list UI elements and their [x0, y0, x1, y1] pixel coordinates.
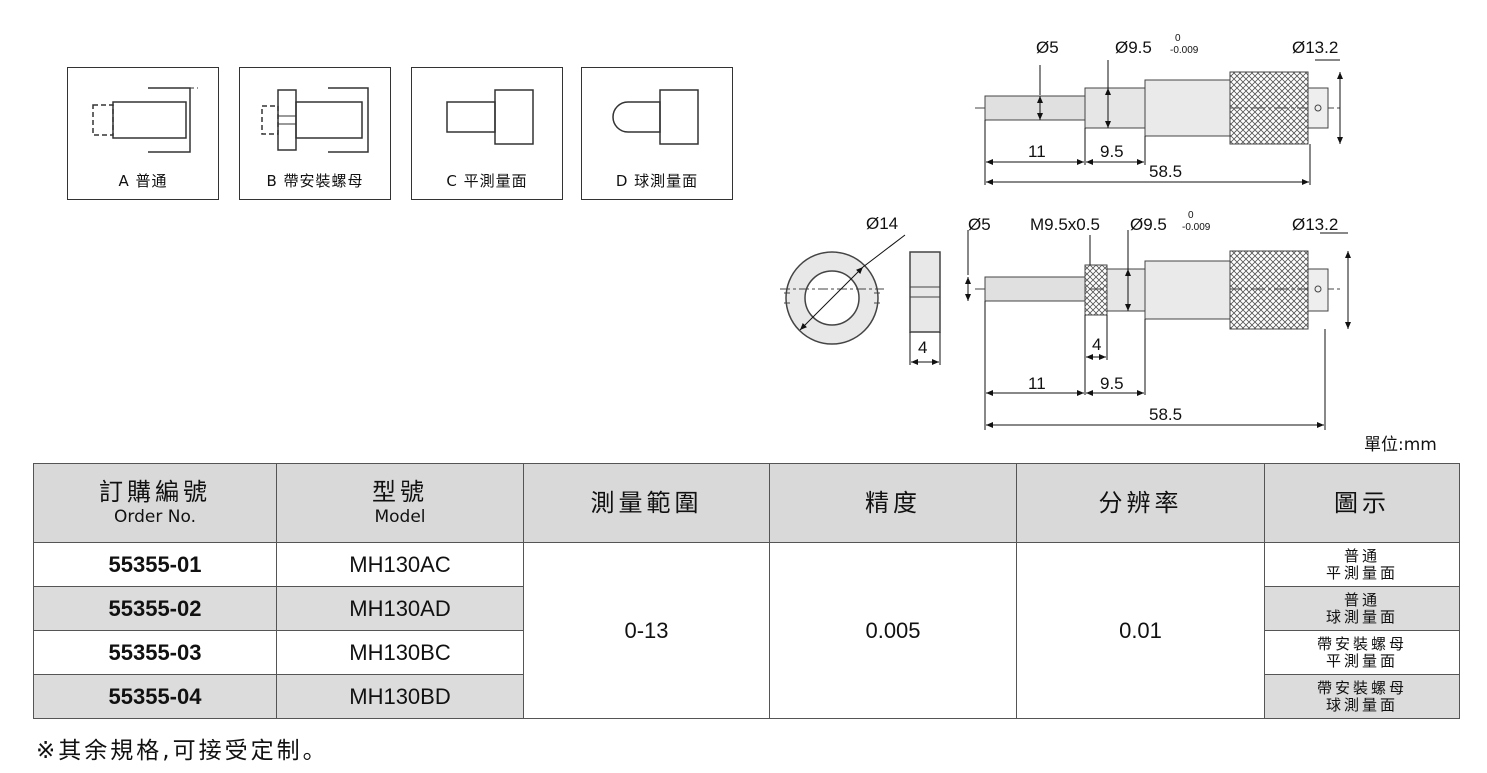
variant-b-figure: [261, 87, 369, 153]
nut-width: 4: [918, 338, 927, 357]
order-no: 55355-01: [33, 542, 277, 587]
top-len-total: 58.5: [1149, 162, 1182, 181]
variant-b-label: B 帶安裝螺母: [266, 172, 364, 190]
variant-d-box: D 球測量面: [581, 67, 733, 200]
accuracy: 0.005: [769, 542, 1017, 719]
variant-b-box: B 帶安裝螺母: [239, 67, 391, 200]
table-row: 55355-03 MH130BC 帶安裝螺母平測量面: [33, 630, 1460, 675]
table-row: 55355-04 MH130BD 帶安裝螺母球測量面: [33, 674, 1460, 719]
model: MH130BC: [276, 630, 524, 675]
figure-desc: 帶安裝螺母平測量面: [1264, 630, 1460, 675]
bottom-d-sleeve: Ø9.5: [1130, 215, 1167, 234]
top-d-sleeve: Ø9.5: [1115, 38, 1152, 57]
unit-label: 單位:mm: [1364, 435, 1437, 455]
bottom-tol-lower: -0.009: [1182, 222, 1211, 233]
variant-a-box: A 普通: [67, 67, 219, 200]
order-no: 55355-04: [33, 674, 277, 719]
top-tol-upper: 0: [1175, 33, 1181, 44]
order-no: 55355-02: [33, 586, 277, 631]
top-d-thimble: Ø13.2: [1292, 38, 1338, 57]
dimension-drawing: Ø5 Ø9.5 0 -0.009 Ø13.2 11 9.5 58.5: [780, 33, 1351, 430]
header-figure: 圖示: [1264, 463, 1460, 543]
top-len-a: 11: [1028, 142, 1046, 161]
variant-a-label: A 普通: [118, 172, 168, 190]
model: MH130AC: [276, 542, 524, 587]
header-model: 型號 Model: [276, 463, 524, 543]
figure-desc: 普通球測量面: [1264, 586, 1460, 631]
bottom-d-thimble: Ø13.2: [1292, 215, 1338, 234]
header-resolution: 分辨率: [1016, 463, 1265, 543]
figure-desc: 帶安裝螺母球測量面: [1264, 674, 1460, 719]
variant-c-figure: [446, 89, 534, 145]
top-d-spindle: Ø5: [1036, 38, 1059, 57]
variant-c-box: C 平測量面: [411, 67, 563, 200]
measuring-range: 0-13: [523, 542, 770, 719]
top-micrometer: Ø5 Ø9.5 0 -0.009 Ø13.2 11 9.5 58.5: [975, 33, 1343, 185]
header-accuracy: 精度: [769, 463, 1017, 543]
spec-table: 訂購編號 Order No. 型號 Model 測量範圍 精度 分辨率 圖示 5…: [33, 463, 1460, 719]
variant-d-figure: [612, 89, 699, 145]
figure-desc: 普通平測量面: [1264, 542, 1460, 587]
bottom-tol-upper: 0: [1188, 210, 1194, 221]
table-header-row: 訂購編號 Order No. 型號 Model 測量範圍 精度 分辨率 圖示: [33, 463, 1460, 543]
resolution: 0.01: [1016, 542, 1265, 719]
bottom-len-total: 58.5: [1149, 405, 1182, 424]
header-order: 訂購編號 Order No.: [33, 463, 277, 543]
header-range: 測量範圍: [523, 463, 770, 543]
bottom-d-spindle: Ø5: [968, 215, 991, 234]
variant-c-label: C 平測量面: [446, 172, 528, 190]
variant-a-figure: [92, 87, 198, 153]
bottom-len-b: 9.5: [1100, 374, 1124, 393]
bottom-len-a: 11: [1028, 374, 1046, 393]
table-row: 55355-02 MH130AD 普通球測量面: [33, 586, 1460, 631]
model: MH130AD: [276, 586, 524, 631]
table-row: 55355-01 MH130AC 0-13 0.005 0.01 普通平測量面: [33, 542, 1460, 719]
bottom-thread-len: 4: [1092, 335, 1101, 354]
model: MH130BD: [276, 674, 524, 719]
order-no: 55355-03: [33, 630, 277, 675]
footnote: ※其余規格,可接受定制。: [36, 738, 329, 764]
top-len-b: 9.5: [1100, 142, 1124, 161]
bottom-thread: M9.5x0.5: [1030, 215, 1100, 234]
variant-d-label: D 球測量面: [615, 172, 699, 190]
top-tol-lower: -0.009: [1170, 45, 1199, 56]
bottom-micrometer: Ø14 4 Ø5 M9.5x0.5 Ø9.5 0 -0.009 Ø13.2 4 …: [780, 210, 1351, 430]
nut-diameter: Ø14: [866, 214, 898, 233]
